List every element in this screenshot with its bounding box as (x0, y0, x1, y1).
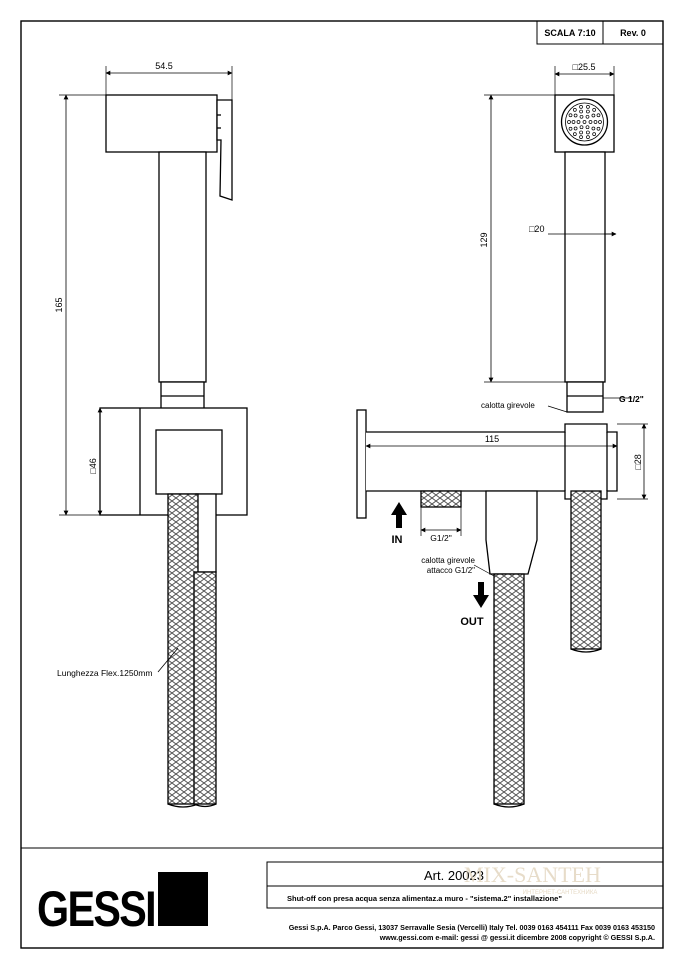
spray-nozzle (596, 126, 601, 131)
gessi-logo-text: GESSI (37, 881, 155, 937)
title-block: GESSI Art. 20023 Shut-off con presa acqu… (37, 861, 664, 942)
spray-nozzle (573, 113, 578, 118)
spray-nozzle (573, 126, 578, 131)
description-box (266, 885, 664, 909)
spray-nozzle (585, 125, 590, 130)
gessi-logo-square (158, 872, 208, 926)
thread-top-label: G 1/2" (619, 394, 644, 404)
dim-shaft-label: □20 (529, 224, 544, 234)
spray-nozzle (588, 120, 593, 124)
spray-nozzle (582, 120, 587, 124)
spray-nozzle (579, 105, 583, 109)
spray-nozzle (586, 105, 590, 109)
spray-nozzle (579, 130, 583, 135)
swivel-nut-label: calotta girevole (481, 401, 535, 410)
inlet-thread (420, 490, 462, 508)
spray-nozzle (571, 120, 576, 124)
dim-height-label: 165 (54, 297, 64, 312)
wall-flange (356, 409, 367, 519)
out-arrow (473, 582, 489, 608)
spray-nozzle (572, 108, 577, 112)
spray-nozzle (586, 135, 590, 139)
dim-bracket-label: □46 (88, 458, 98, 473)
lever-side (216, 99, 233, 201)
spray-nozzle (579, 109, 583, 114)
spray-nozzle (591, 126, 596, 131)
dim-length-label: 115 (485, 434, 499, 444)
spray-nozzle (593, 120, 598, 124)
spray-nozzle (567, 120, 571, 124)
outlet-elbow (485, 490, 538, 575)
sheet-border (20, 20, 664, 949)
dim-height-front-label: 129 (479, 232, 489, 247)
spray-nozzle (591, 113, 596, 118)
company-address: Gessi S.p.A. Parco Gessi, 13037 Serraval… (289, 923, 655, 932)
spray-nozzle (585, 114, 590, 119)
article-description: Shut-off con presa acqua senza alimentaz… (287, 894, 562, 903)
dim-head-label: □25.5 (573, 62, 596, 72)
spray-nozzle (586, 130, 590, 135)
spray-nozzle (592, 108, 597, 112)
outlet-nut-label-2: attacco G1/2" (427, 566, 475, 575)
handle-shaft-side (158, 151, 207, 383)
handle-shaft-front (564, 151, 606, 383)
side-view (59, 66, 248, 808)
spray-nozzle (579, 135, 583, 139)
header-box: SCALA 7:10 Rev. 0 (536, 20, 664, 45)
spray-nozzle (579, 125, 584, 130)
company-web: www.gessi.com e-mail: gessi @ gessi.it d… (379, 933, 655, 942)
spray-nozzle (568, 113, 573, 118)
handshower-head-side (105, 94, 218, 153)
spray-nozzles (567, 105, 602, 139)
out-label: OUT (460, 616, 484, 628)
in-arrow (391, 502, 407, 528)
watermark-sub: ИНТЕРНЕТ-САНТЕХНИКА (523, 890, 598, 896)
watermark: MIX-SANTEH (464, 862, 601, 887)
thread-inlet-label: G1/2" (430, 533, 451, 543)
spray-nozzle (598, 120, 602, 124)
front-view (356, 66, 648, 808)
flex-hose-outlet (493, 573, 525, 805)
article-number: Art. 20023 (424, 868, 484, 883)
swivel-nut-front (566, 381, 604, 413)
dim-body-label: □28 (633, 454, 643, 469)
spray-nozzle (596, 113, 601, 118)
hose-length-label: Lunghezza Flex.1250mm (57, 668, 152, 678)
spray-nozzle (568, 126, 573, 131)
spray-nozzle (579, 114, 584, 119)
scale-label: SCALA 7:10 (544, 28, 595, 38)
dim-width-label: 54.5 (155, 61, 173, 71)
revision-label: Rev. 0 (620, 28, 646, 38)
flex-hose-right (570, 490, 602, 650)
spray-nozzle (586, 109, 590, 114)
spray-nozzle (576, 120, 581, 124)
spray-nozzle (592, 132, 597, 136)
spray-nozzle (572, 132, 577, 136)
in-label: IN (392, 534, 403, 546)
flex-hose-back (193, 571, 217, 805)
valve-body (366, 423, 618, 500)
outlet-nut-label-1: calotta girevole (421, 556, 475, 565)
